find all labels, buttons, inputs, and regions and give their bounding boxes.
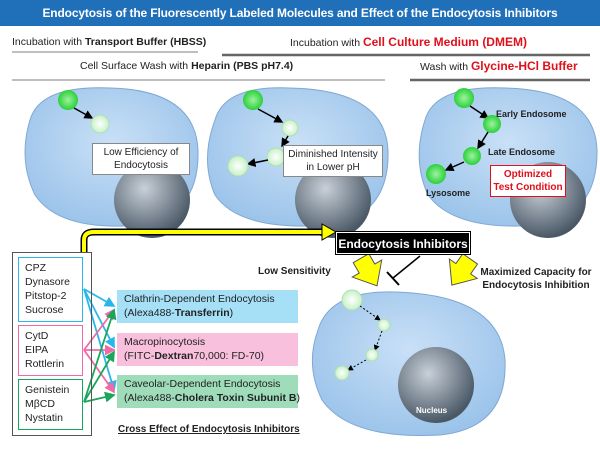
- label-maximized-capacity: Maximized Capacity for Endocytosis Inhib…: [480, 267, 592, 291]
- pathway-name: Macropinocytosis: [124, 336, 206, 348]
- step-text: Cell Surface Wash with: [80, 60, 192, 72]
- step-bold: Transport Buffer (HBSS): [84, 36, 207, 48]
- step-red: Cell Culture Medium (DMEM): [362, 35, 527, 49]
- label-lysosome: Lysosome: [426, 188, 471, 198]
- pathway-probe: (FITC-Dextran70,000: FD-70): [124, 349, 291, 363]
- cross-effect-arrows: [83, 288, 117, 403]
- inhibitor-effect-arrows: [351, 252, 479, 287]
- inhibitor-rottlerin: Rottlerin: [25, 358, 65, 370]
- pathway-caveolar: Caveolar-Dependent Endocytosis (Alexa488…: [117, 375, 300, 408]
- inhibitor-pitstop2: Pitstop-2: [25, 290, 67, 302]
- endocytosis-inhibitors-box: Endocytosis Inhibitors: [335, 231, 471, 255]
- pathway-name: Caveolar-Dependent Endocytosis: [124, 378, 281, 390]
- inhibitor-nystatin: Nystatin: [25, 412, 63, 424]
- step-heparin: Cell Surface Wash with Heparin (PBS pH7.…: [80, 60, 293, 72]
- step-underlines: [12, 51, 590, 82]
- inhibitor-genistein: Genistein: [25, 384, 70, 396]
- step-text: Wash with: [420, 61, 471, 73]
- inhibitor-group-clathrin: CPZ Dynasore Pitstop-2 Sucrose: [18, 257, 83, 322]
- inhibitor-group-macropinocytosis: CytD EIPA Rottlerin: [18, 325, 83, 376]
- pathway-clathrin: Clathrin-Dependent Endocytosis (Alexa488…: [117, 290, 298, 323]
- yellow-arrow: [80, 223, 338, 252]
- cell-1: [24, 87, 199, 238]
- step-glycine: Wash with Glycine-HCl Buffer: [420, 59, 578, 73]
- inhibitor-cpz: CPZ: [25, 262, 46, 274]
- probe-prefix: (Alexa488-: [124, 392, 175, 404]
- inhibitor-dynasore: Dynasore: [25, 276, 70, 288]
- probe-suffix: ): [296, 392, 301, 404]
- step-text: Incubation with: [12, 36, 85, 48]
- pathway-macropinocytosis: Macropinocytosis (FITC-Dextran70,000: FD…: [117, 333, 298, 366]
- probe-prefix: (FITC-: [124, 350, 155, 362]
- inhibitor-mbcd: MβCD: [25, 398, 55, 410]
- probe-suffix: ): [229, 307, 234, 319]
- cross-effect-caption: Cross Effect of Endocytosis Inhibitors: [118, 424, 300, 435]
- step-red: Glycine-HCl Buffer: [470, 59, 578, 73]
- probe-prefix: (Alexa488-: [124, 307, 175, 319]
- step-text: Incubation with: [290, 37, 363, 49]
- probe-bold: Transferrin: [174, 307, 230, 319]
- note-low-efficiency: Low Efficiency of Endocytosis: [92, 143, 190, 175]
- note-optimized: Optimized Test Condition: [490, 165, 566, 197]
- inhibitor-cytd: CytD: [25, 330, 49, 342]
- inhibitor-sucrose: Sucrose: [25, 304, 64, 316]
- inhibitor-eipa: EIPA: [25, 344, 49, 356]
- label-nucleus: Nucleus: [416, 406, 448, 415]
- diagram-title: Endocytosis of the Fluorescently Labeled…: [0, 0, 600, 26]
- probe-bold: Cholera Toxin Subunit B: [174, 392, 297, 404]
- inhibitor-group-caveolar: Genistein MβCD Nystatin: [18, 379, 83, 430]
- pathway-name: Clathrin-Dependent Endocytosis: [124, 293, 275, 305]
- probe-suffix: 70,000: FD-70): [193, 350, 265, 362]
- bottom-cell: [311, 289, 506, 437]
- note-diminished-intensity: Diminished Intensity in Lower pH: [283, 145, 383, 177]
- label-low-sensitivity: Low Sensitivity: [258, 266, 331, 277]
- label-early-endosome: Early Endosome: [496, 109, 567, 119]
- step-dmem: Incubation with Cell Culture Medium (DME…: [290, 35, 527, 49]
- pathway-probe: (Alexa488-Transferrin): [124, 306, 291, 320]
- step-hbss: Incubation with Transport Buffer (HBSS): [12, 36, 206, 48]
- step-bold: Heparin (PBS pH7.4): [191, 60, 294, 72]
- probe-bold: Dextran: [154, 350, 194, 362]
- pathway-probe: (Alexa488-Cholera Toxin Subunit B): [124, 391, 300, 405]
- label-late-endosome: Late Endosome: [488, 147, 556, 157]
- inhibitor-list: CPZ Dynasore Pitstop-2 Sucrose CytD EIPA…: [12, 252, 92, 436]
